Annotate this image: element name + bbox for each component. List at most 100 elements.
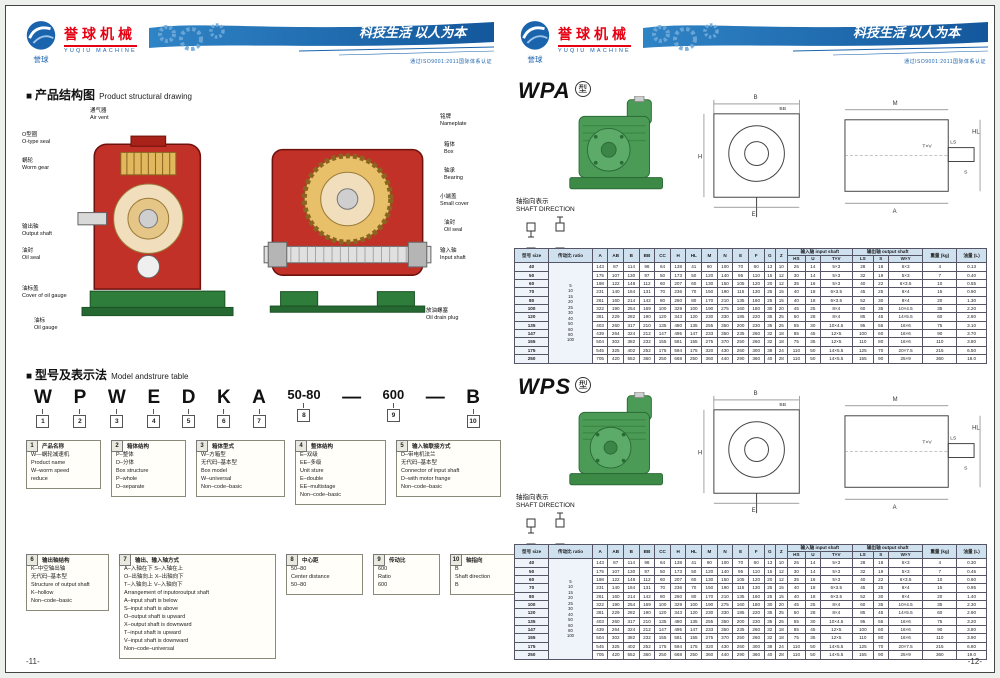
box-line: B (455, 581, 459, 588)
cell: 143 (591, 262, 609, 272)
cell: 7 (922, 270, 958, 281)
cell: 30 (786, 270, 807, 281)
section1-title-en: Product structural drawing (99, 92, 192, 101)
brand-emblem-icon: 誉球 (26, 21, 56, 64)
cell: 382 (623, 337, 640, 347)
cell: 60 (513, 279, 550, 289)
box-number-badge: 2 (111, 440, 123, 452)
cell: 330 (716, 312, 734, 322)
cell: 14×5.5 (819, 345, 853, 356)
box-number-badge: 8 (286, 554, 298, 566)
cell: 3.90 (956, 633, 987, 643)
cell: 32 (763, 337, 776, 347)
shaft-direction-en: SHAFT DIRECTION (516, 206, 575, 214)
cell: 130 (701, 279, 718, 289)
column-header: AB (607, 247, 625, 264)
cell: 200 (732, 320, 749, 331)
cell: 0.55 (956, 279, 987, 289)
cell: 420 (607, 354, 625, 364)
column-subheader: T×V (819, 255, 853, 264)
series-name: WPS (518, 374, 572, 399)
cell: 18 (775, 337, 788, 347)
cell: 15 (775, 583, 788, 593)
page-number-left: -11- (26, 657, 40, 666)
cell: 430 (716, 641, 734, 652)
column-header: E (732, 543, 749, 560)
svg-text:M: M (893, 101, 898, 107)
certification-text: 通过ISO9001:2011国际体系认证 (904, 59, 986, 65)
cell: 25×9 (887, 650, 924, 660)
column-header: 输出轴 output shaft (851, 543, 924, 553)
box-line: Product name (31, 459, 66, 466)
cell: 25 (775, 608, 788, 618)
cell: 50 (805, 641, 821, 652)
cell: 25 (872, 287, 889, 297)
cell: 90 (872, 650, 889, 660)
cell: 155 (654, 337, 671, 347)
catalog-spread: 誉球 誉球机械 YUQIU MACHINE (5, 5, 995, 673)
cell: 6×3.5 (819, 295, 853, 306)
cell: 148 (623, 575, 640, 585)
cell: 594 (669, 641, 687, 652)
cell: 254 (623, 600, 640, 610)
box-line: Connector of input shaft (401, 467, 460, 474)
cell: 175 (654, 345, 671, 356)
cell: 35 (763, 312, 776, 322)
cell: 142 (638, 295, 656, 306)
cell: 324 (623, 625, 640, 635)
cell: 320 (701, 641, 718, 652)
cell: 100 (685, 304, 703, 314)
section2-title-cn: 型号及表示法 (35, 368, 108, 382)
cell: 233 (701, 625, 718, 635)
cell: 3.80 (956, 625, 987, 635)
cell: 350 (716, 320, 734, 331)
cell: 160 (732, 304, 749, 314)
model-code-letter: — (425, 387, 445, 408)
cell: 19.0 (956, 650, 987, 660)
cell: 190 (638, 312, 656, 322)
box-line: 整体结构 (311, 444, 334, 450)
cell: 160 (607, 295, 625, 306)
column-header: 型号 size (513, 247, 550, 264)
brand-name-en: YUQIU MACHINE (64, 48, 137, 54)
cell: 5×3 (819, 566, 853, 577)
column-subheader: W×Y (887, 551, 924, 560)
cell: 120 (701, 270, 718, 281)
cell: 25 (775, 616, 788, 627)
cell: 30 (872, 591, 889, 602)
cell: 120 (747, 575, 765, 585)
svg-text:B: B (754, 391, 758, 397)
cell: 120 (513, 608, 550, 618)
box-line: D–with motor frange (401, 475, 451, 482)
code-number-badge: 4 (147, 415, 161, 428)
cell: 28 (852, 558, 874, 568)
box-line: E–双级 (300, 451, 318, 458)
cell: 480 (669, 616, 687, 627)
cell: 107 (607, 566, 625, 577)
cell: 250 (513, 354, 550, 364)
cell: 12 (775, 270, 788, 281)
column-header: 输入轴 input shaft (786, 543, 854, 553)
cell: 260 (607, 616, 625, 627)
cell: 55 (786, 320, 807, 331)
cell: 20 (922, 295, 958, 306)
column-header: A (591, 247, 609, 264)
cell: 40 (786, 591, 807, 602)
cell: 15 (763, 270, 776, 281)
cell: 236 (669, 583, 687, 593)
shaft-direction-icon (526, 222, 536, 238)
cell: 250 (732, 633, 749, 643)
cell: 105 (732, 575, 749, 585)
cell: 14 (805, 262, 821, 272)
cell: 18 (805, 287, 821, 297)
column-header: 输出轴 output shaft (851, 247, 924, 257)
cell: 402 (623, 641, 640, 652)
cell: 131 (638, 583, 656, 593)
